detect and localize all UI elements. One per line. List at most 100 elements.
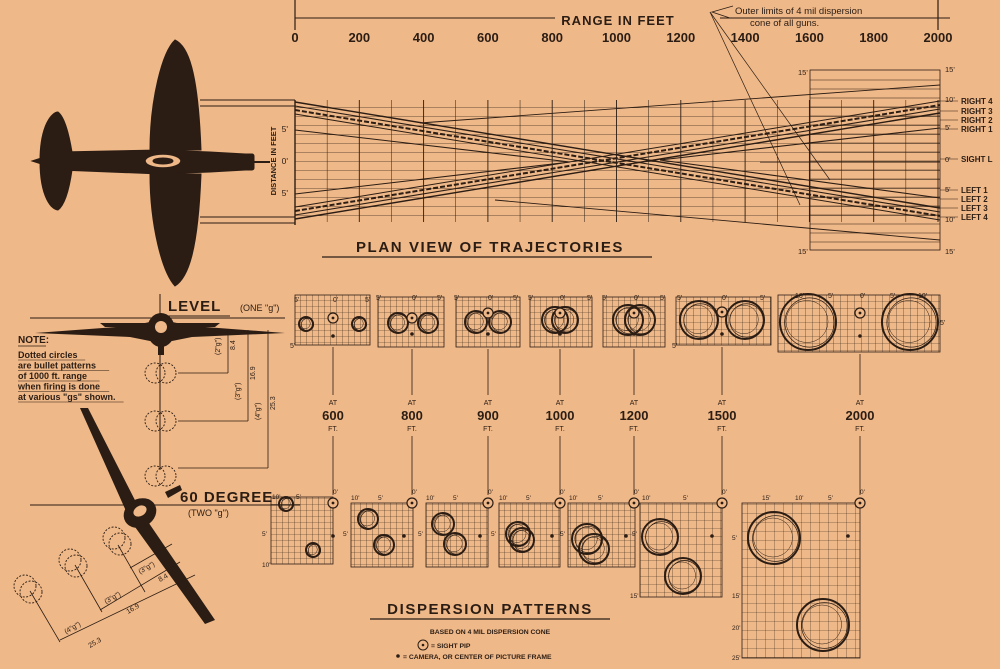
bullet-pattern-circle	[305, 542, 322, 558]
grid-tick-label: 5'	[526, 495, 531, 502]
grid-tick-label: 5'	[376, 295, 381, 302]
grid-tick-label: 10'	[426, 495, 434, 502]
grid-tick-label: 15'	[762, 495, 770, 502]
range-at-label: AT	[556, 400, 565, 407]
gun-label-left-2: LEFT 2	[961, 195, 988, 204]
grid-tick-label: 5'	[828, 293, 833, 300]
grid-tick-label: 5'	[437, 295, 442, 302]
level-dispersion-panel: 10'5'0'5'10'5'	[777, 293, 945, 395]
dispersion-subtitle: BASED ON 4 MIL DISPERSION CONE	[430, 629, 551, 636]
bullet-pattern-circle	[351, 316, 368, 332]
sixty-dispersion-panel: 10'5'0'5'10'	[262, 489, 339, 569]
range-value: 1200	[620, 408, 649, 423]
level-title: LEVEL	[168, 298, 221, 315]
grid-tick-label: 5'	[732, 535, 737, 542]
bullet-pattern-circle	[488, 310, 512, 334]
camera-dot-icon	[478, 534, 482, 538]
grid-tick-label: 5'	[365, 297, 370, 304]
grid-tick-label: 0'	[860, 489, 865, 496]
camera-dot-icon	[710, 534, 714, 538]
bullet-pattern-circle	[796, 598, 850, 652]
gun-label-left-3: LEFT 3	[961, 204, 988, 213]
sixty-dispersion-panel: 10'5'0'5'	[491, 489, 566, 568]
grid-tick-label: 5'	[290, 343, 295, 350]
range-tick-400: 400	[413, 30, 435, 45]
plan-left-tick-bot: 5'	[282, 188, 289, 198]
camera-dot-icon	[624, 534, 628, 538]
bullet-pattern-circle	[357, 508, 379, 530]
level-section: LEVEL (ONE "g") (2"g") 8.4 (3"g")	[30, 294, 285, 487]
range-at-label: AT	[329, 400, 338, 407]
grid-tick-label: 5'	[418, 531, 423, 538]
right-scale-tick: 15'	[945, 65, 955, 74]
range-ft-label: FT.	[555, 426, 565, 433]
range-value: 600	[322, 408, 344, 423]
gun-label-left-4: LEFT 4	[961, 213, 988, 222]
range-ft-label: FT.	[328, 426, 338, 433]
grid-tick-label: 10'	[795, 495, 803, 502]
camera-dot-icon	[846, 534, 850, 538]
camera-dot-icon	[720, 332, 724, 336]
level-dim-84: 8.4	[230, 340, 237, 350]
range-title: RANGE IN FEET	[561, 13, 674, 28]
bullet-pattern-circle	[509, 527, 535, 553]
sixty-g-label: (TWO "g")	[188, 508, 229, 518]
far-scale-top-left: 15'	[798, 68, 808, 77]
bullet-pattern-circle	[679, 300, 719, 340]
level-dispersion-row: 5'0'5'5'5'0'5'5'0'5'5'0'5'5'0'5'5'0'5'5'…	[290, 293, 945, 395]
sixty-title: 60 DEGREE	[180, 489, 273, 506]
outer-limits-note-line2: cone of all guns.	[750, 18, 819, 29]
level-dim-3g: (3"g")	[235, 383, 242, 400]
grid-tick-label: 0'	[488, 295, 493, 302]
range-value: 1500	[708, 408, 737, 423]
airplane-front-icon	[35, 313, 285, 355]
range-tick-1400: 1400	[731, 30, 760, 45]
legend-sight: = SIGHT PIP	[431, 643, 471, 650]
range-tick-200: 200	[348, 30, 370, 45]
range-tick-0: 0	[291, 30, 298, 45]
gun-label-right-4: RIGHT 4	[961, 97, 993, 106]
right-scale-tick: 0'	[945, 155, 951, 164]
gun-label-right-3: RIGHT 3	[961, 107, 993, 116]
level-g-label: (ONE "g")	[240, 303, 279, 313]
range-ft-label: FT.	[483, 426, 493, 433]
range-tick-600: 600	[477, 30, 499, 45]
grid-tick-label: 10'	[351, 495, 359, 502]
range-tick-2000: 2000	[924, 30, 953, 45]
sixty-bullet-patterns	[13, 526, 132, 604]
grid-tick-label: 20'	[732, 625, 740, 632]
grid-tick-label: 5'	[454, 295, 459, 302]
level-dim-4g: (4"g")	[255, 403, 262, 420]
range-value: 1000	[546, 408, 575, 423]
camera-dot-icon	[486, 332, 490, 336]
grid-tick-label: 5'	[677, 295, 682, 302]
bullet-pattern-circle	[278, 496, 295, 512]
range-labels: AT600FT.AT800FT.AT900FT.AT1000FT.AT1200F…	[322, 400, 874, 495]
grid-tick-label: 5'	[660, 295, 665, 302]
level-dispersion-panel: 5'0'5'5'	[672, 295, 772, 395]
plan-y-axis-label: DISTANCE IN FEET	[269, 126, 278, 195]
grid-tick-label: 5'	[491, 531, 496, 538]
plan-left-tick-mid: 0'	[282, 156, 289, 166]
gun-label-sight-l: SIGHT L	[961, 155, 993, 164]
bullet-pattern-circle	[747, 511, 801, 565]
range-tick-1600: 1600	[795, 30, 824, 45]
grid-tick-label: 0'	[333, 489, 338, 496]
far-scale-box	[809, 69, 941, 251]
grid-tick-label: 5'	[262, 531, 267, 538]
grid-tick-label: 0'	[722, 489, 727, 496]
grid-tick-label: 0'	[488, 489, 493, 496]
grid-tick-label: 5'	[940, 320, 945, 327]
bullet-pattern-circle	[373, 534, 395, 556]
level-dispersion-panel: 5'0'5'5'	[290, 294, 371, 395]
bullet-pattern-circle	[431, 512, 455, 536]
grid-tick-label: 0'	[412, 295, 417, 302]
camera-dot-icon	[331, 334, 335, 338]
